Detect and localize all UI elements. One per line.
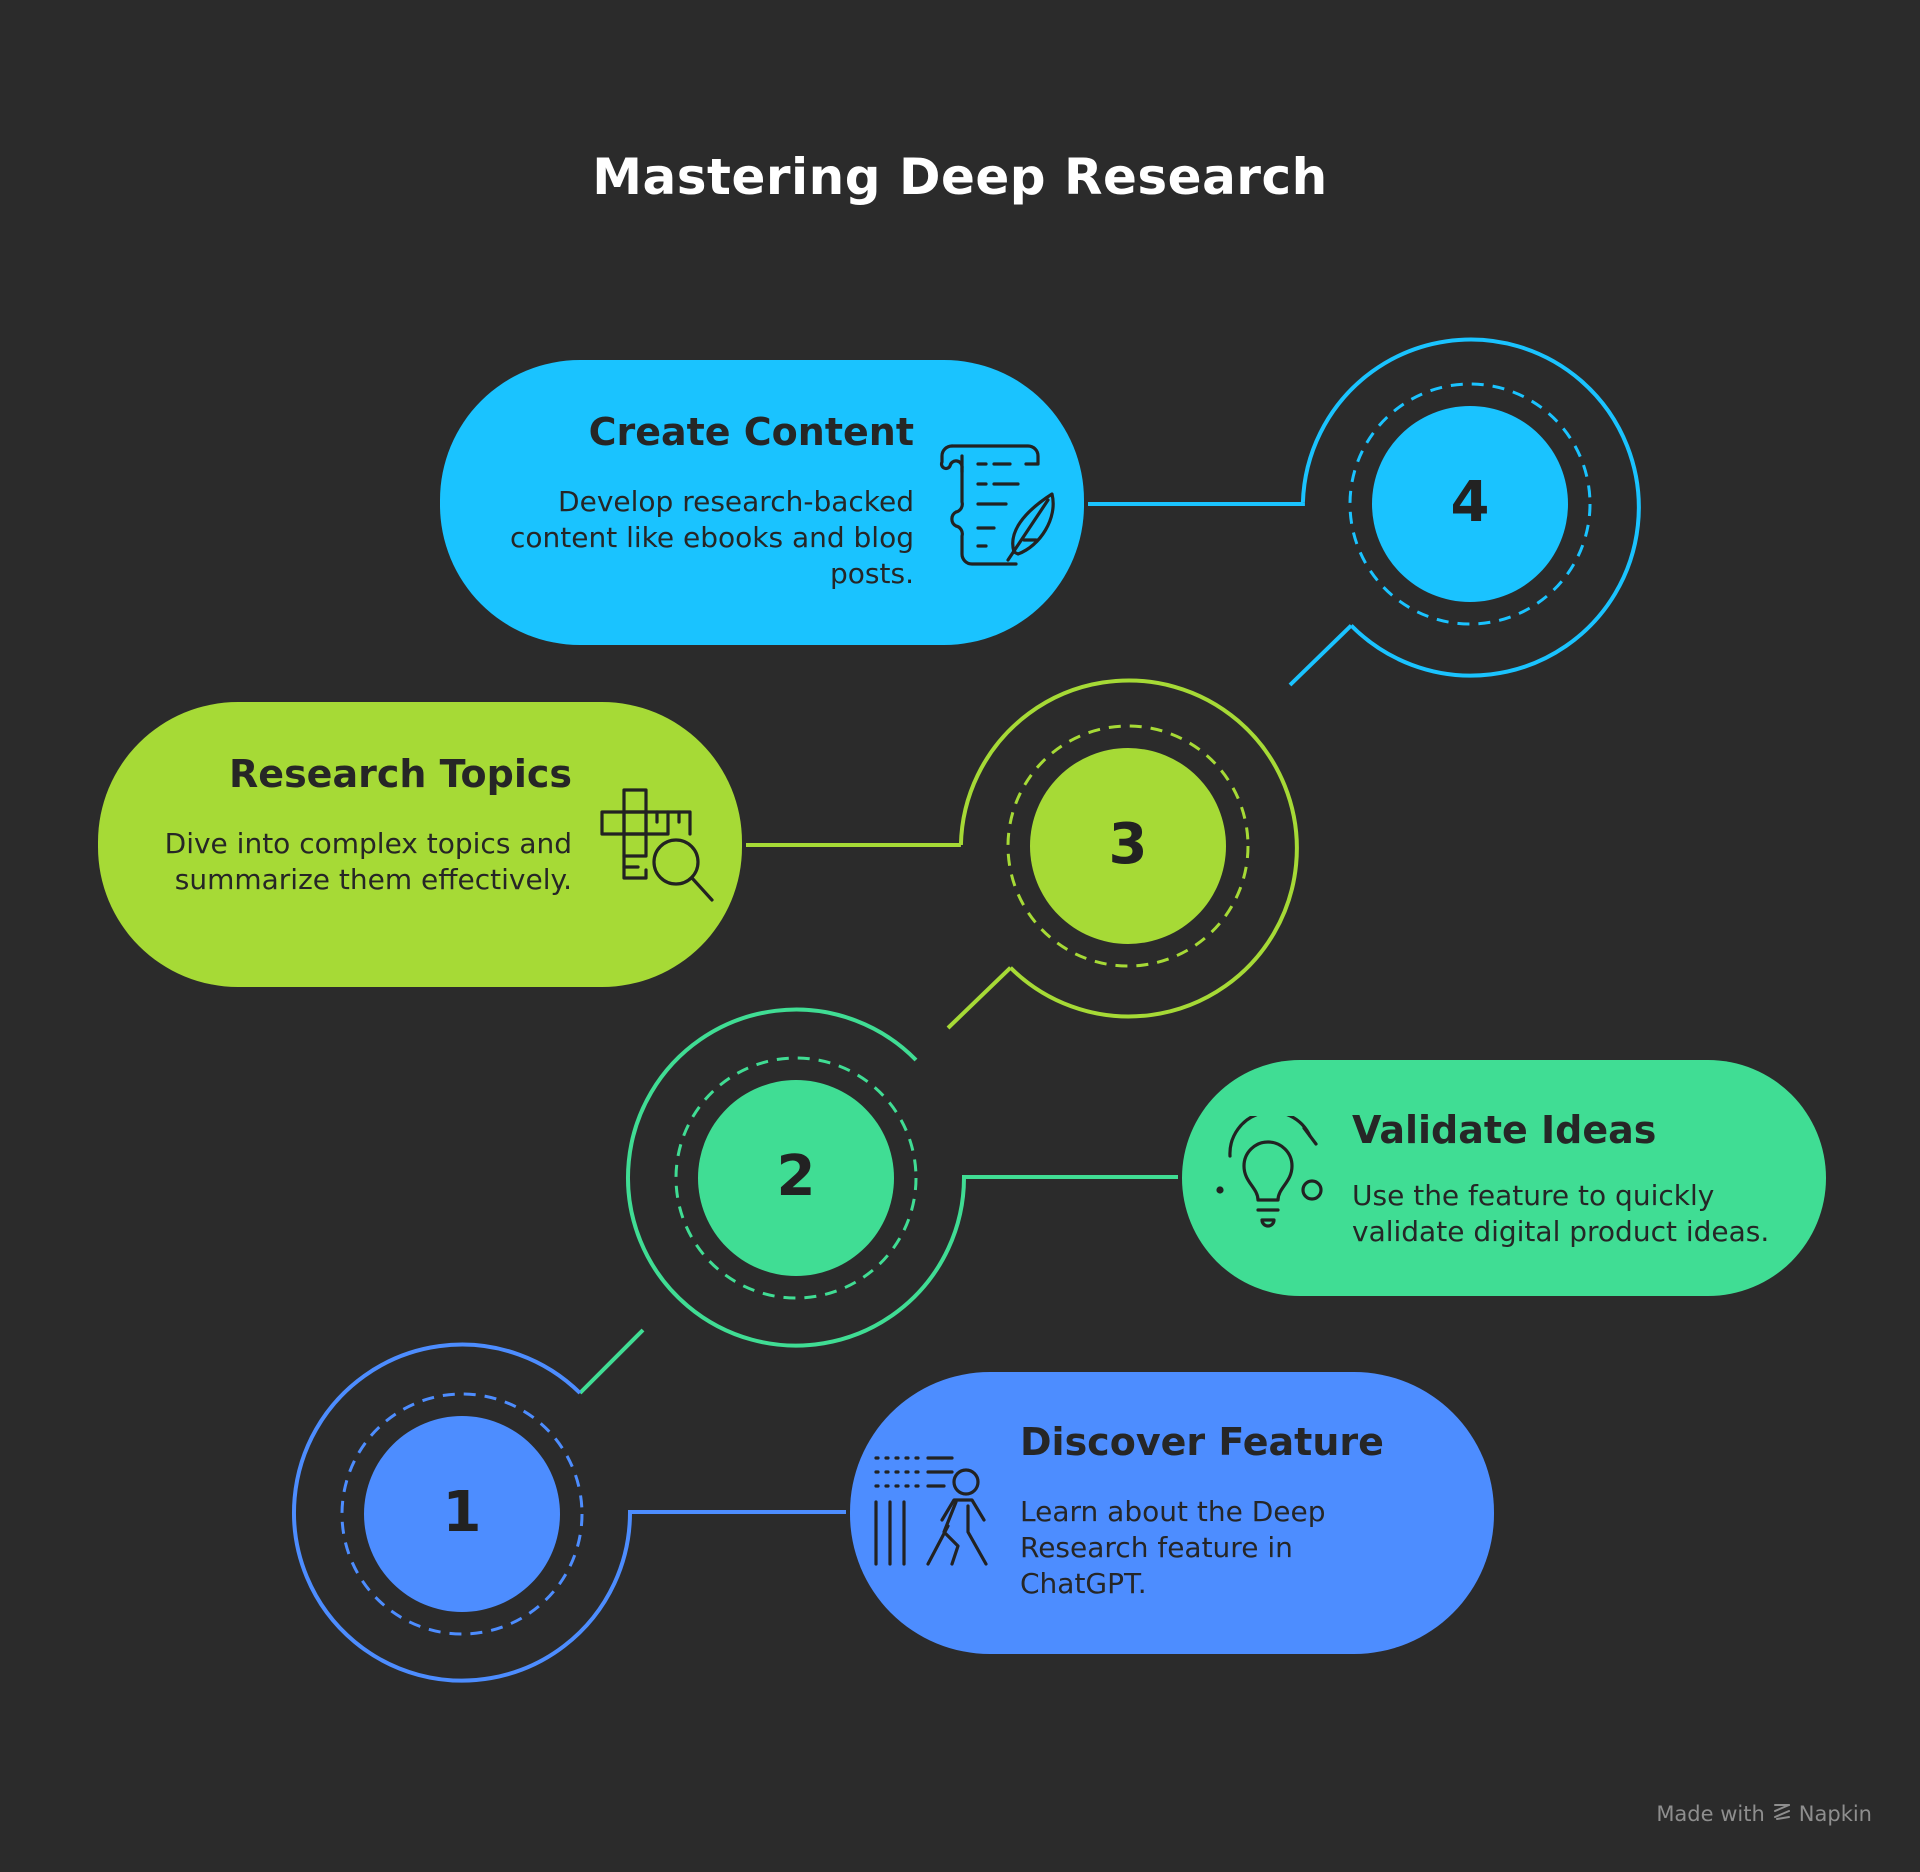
person-walking-icon (872, 1454, 996, 1582)
step-1-outer-ring (292, 1342, 632, 1683)
step-1-node (292, 1342, 846, 1683)
step-3-circle (1030, 748, 1226, 944)
step-3-description: Dive into complex topics and summarize t… (164, 827, 572, 896)
step-3-number: 3 (1108, 812, 1148, 877)
step-4-card: Create Content Develop research-backed c… (440, 360, 1084, 645)
step-4-circle (1372, 406, 1568, 602)
step-4-description: Develop research-backed content like ebo… (509, 485, 914, 590)
step-3-lower-connector (946, 966, 1012, 1030)
step-1-description: Learn about the Deep Research feature in… (1020, 1495, 1326, 1600)
step-2-card-connector (962, 1175, 1178, 1179)
scroll-quill-icon (938, 442, 1062, 574)
step-2-node (578, 1007, 1178, 1395)
step-3-dashed-ring (1006, 724, 1250, 968)
crossword-search-icon (598, 786, 718, 914)
step-2-outer-ring (626, 1007, 966, 1348)
step-3-title: Research Topics (229, 752, 572, 796)
step-2-lower-connector (578, 1328, 645, 1395)
napkin-logo-icon (1773, 1801, 1791, 1826)
napkin-brand-label: Napkin (1798, 1801, 1872, 1826)
step-4-number: 4 (1450, 470, 1490, 535)
step-1-card-connector (628, 1510, 846, 1514)
page-title: Mastering Deep Research (592, 148, 1328, 206)
step-2-circle (698, 1080, 894, 1276)
step-3-node (746, 678, 1299, 1030)
step-1-title: Discover Feature (1020, 1420, 1384, 1464)
step-4-title: Create Content (588, 410, 914, 454)
step-3-card: Research Topics Dive into complex topics… (98, 702, 742, 987)
step-2-description: Use the feature to quickly validate digi… (1352, 1179, 1770, 1248)
step-2-title: Validate Ideas (1352, 1108, 1657, 1152)
step-2-card: Validate Ideas Use the feature to quickl… (1182, 1060, 1826, 1296)
step-4-node (1088, 337, 1641, 687)
step-1-dashed-ring (340, 1392, 584, 1636)
step-1-circle (364, 1416, 560, 1612)
step-1-number: 1 (442, 1480, 482, 1545)
step-3-outer-ring (958, 678, 1299, 1019)
footer-credit: Made with Napkin (1656, 1801, 1872, 1826)
step-1-card: Discover Feature Learn about the Deep Re… (850, 1372, 1494, 1654)
step-4-dashed-ring (1348, 382, 1592, 626)
step-4-outer-ring (1300, 337, 1641, 678)
step-4-card-connector (1088, 502, 1305, 506)
step-2-dashed-ring (674, 1056, 918, 1300)
lightbulb-icon (1212, 1110, 1332, 1240)
made-with-label: Made with (1656, 1801, 1765, 1826)
step-4-lower-connector (1288, 624, 1353, 687)
step-2-number: 2 (776, 1144, 816, 1209)
